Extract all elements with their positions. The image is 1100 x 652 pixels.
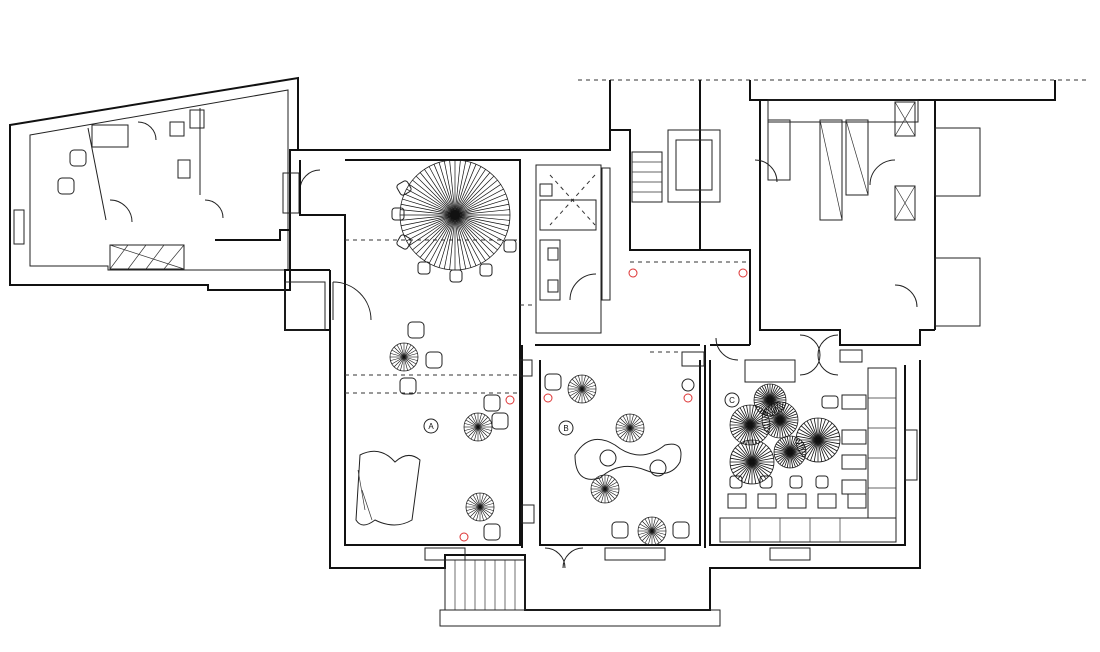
door-swing-icon <box>299 169 321 191</box>
sink-icon <box>547 279 559 293</box>
chair-icon <box>57 149 87 195</box>
elevator-core <box>631 129 721 203</box>
door-swing-icon <box>569 273 597 301</box>
door-swing-icon <box>109 199 133 223</box>
svg-text:B: B <box>563 424 568 433</box>
toilet-icon <box>539 183 553 197</box>
chandelier-icon <box>399 159 511 271</box>
cabinet-row <box>109 244 185 270</box>
lamp-group <box>389 342 667 546</box>
panel-icon <box>189 109 205 129</box>
window <box>284 281 918 561</box>
lamp-icon <box>637 516 667 546</box>
door-swing-icon <box>332 281 372 321</box>
lamp-icon <box>463 412 493 442</box>
chandelier-icon <box>729 383 841 485</box>
fixture-icon <box>681 378 695 392</box>
panel-icon <box>681 351 705 367</box>
door-swing-icon <box>715 337 739 361</box>
sink-icon <box>547 247 559 261</box>
lamp-icon <box>773 435 807 469</box>
kitchen-counter <box>767 119 791 181</box>
snake-sofa <box>574 438 682 480</box>
stair-icon <box>439 559 721 627</box>
toilet-icon <box>169 121 185 137</box>
panel-icon <box>521 504 535 524</box>
stair-icon <box>631 151 663 203</box>
service-block <box>609 80 1056 363</box>
door-swing-icon <box>817 334 839 376</box>
zone-marker-a: A <box>423 418 439 434</box>
lamp-icon <box>753 383 787 417</box>
zone-marker-c: C <box>724 392 740 408</box>
door-swing-icon <box>799 334 821 376</box>
svg-text:C: C <box>729 396 735 405</box>
table-icon <box>727 394 867 509</box>
door-swing-icon <box>137 121 157 141</box>
fire-sensor-icon <box>459 268 748 542</box>
lamp-icon <box>590 474 620 504</box>
wc-block <box>535 164 611 334</box>
lamp-icon <box>795 417 841 463</box>
door-swing-icon <box>544 547 566 569</box>
toilet-icon <box>177 159 191 179</box>
door-swing-icon <box>894 284 918 308</box>
banquette <box>719 367 897 543</box>
svg-text:A: A <box>428 422 434 431</box>
lamp-icon <box>729 439 775 485</box>
zone-lines <box>345 239 750 394</box>
panel-icon <box>519 359 533 377</box>
door-swing-icon <box>204 199 224 219</box>
lamp-icon <box>615 413 645 443</box>
door-swing-icon <box>562 547 584 569</box>
chair-icon <box>399 321 690 541</box>
lamp-icon <box>389 342 419 372</box>
window <box>13 209 25 245</box>
lamp-icon <box>465 492 495 522</box>
chair-icon <box>391 180 517 283</box>
lamp-icon <box>729 404 771 446</box>
shower-tray <box>91 124 129 148</box>
panel-icon <box>839 349 863 363</box>
elevator-icon <box>667 129 721 203</box>
zone-marker-b: B <box>558 420 574 436</box>
door-swing-icon <box>869 159 896 186</box>
lamp-icon <box>567 374 597 404</box>
left-annex <box>9 76 299 291</box>
door-swing-icon <box>754 159 778 183</box>
curved-sofa <box>355 450 421 526</box>
